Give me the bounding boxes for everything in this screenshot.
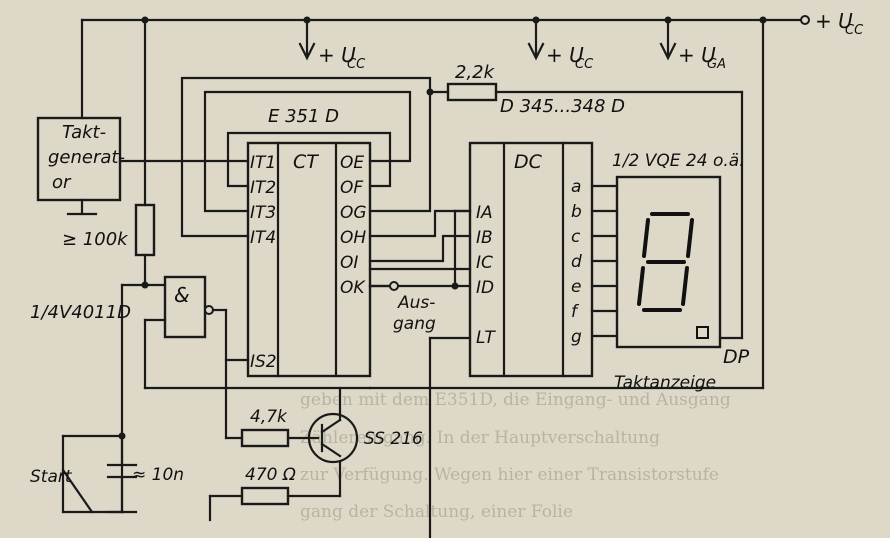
decoder-output-c: c — [571, 227, 581, 247]
uga-label: + U — [678, 43, 716, 67]
dp-label: DP — [723, 346, 750, 368]
resistor-100k — [120, 18, 167, 514]
decoder-input-ic: IC — [476, 253, 493, 273]
counter-input-it2: IT2 — [250, 178, 276, 198]
resistor-2k2 — [446, 82, 744, 340]
counter-input-is2: IS2 — [250, 352, 277, 372]
taktgenerator-box — [36, 116, 122, 202]
counter-output-oi: OI — [340, 253, 358, 273]
nand-symbol: & — [174, 283, 190, 307]
decoder-input-id: ID — [476, 278, 494, 298]
transistor-symbol — [307, 412, 359, 464]
nand-part-label: 1/4V4011D — [30, 302, 131, 323]
background-bleed-text: geben mit dem E351D, die Eingang- und Au… — [300, 390, 731, 522]
decoder-output-b: b — [571, 202, 582, 222]
svg-text:zur Verfügung. Wegen hier eine: zur Verfügung. Wegen hier einer Transist… — [300, 465, 719, 485]
r2k2-label: 2,2k — [455, 62, 496, 83]
decoder-output-g: g — [571, 327, 582, 347]
ausgang-label-1: Aus- — [397, 293, 435, 313]
transistor-label: SS 216 — [364, 429, 423, 449]
decoder-ic — [468, 141, 594, 378]
counter-ic — [246, 141, 372, 378]
ucc-label-1: + U — [318, 43, 356, 67]
r470-label: 470 Ω — [245, 465, 296, 485]
counter-feedback-wiring — [180, 76, 450, 362]
svg-text:geben mit dem E351D, die Einga: geben mit dem E351D, die Eingang- und Au… — [300, 390, 731, 410]
ucc-label-2-sub: CC — [575, 57, 594, 72]
ucc-label-2: + U — [546, 43, 584, 67]
ucc-label-1-sub: CC — [347, 57, 366, 72]
counter-output-of: OF — [340, 178, 363, 198]
taktgen-text-1: Takt- — [62, 122, 106, 143]
svg-text:gang der Schaltung, einer Foli: gang der Schaltung, einer Folie — [300, 502, 573, 522]
counter-input-it4: IT4 — [250, 228, 276, 248]
start-switch — [61, 432, 126, 514]
counter-output-oe: OE — [340, 153, 364, 173]
ucc-main-label: + U — [815, 9, 853, 33]
counter-input-it1: IT1 — [250, 153, 276, 173]
taktgen-text-3: or — [52, 172, 72, 193]
counter-output-ok: OK — [340, 278, 366, 298]
transistor-internals — [320, 418, 342, 458]
capacitor-10n — [106, 434, 138, 514]
r47k-label: 4,7k — [250, 407, 288, 427]
decoder-part-label: D 345...348 D — [500, 96, 625, 117]
taktgen-text-2: generat- — [48, 147, 125, 168]
transistor-stage-wiring — [208, 386, 765, 522]
decoder-input-lt: LT — [476, 328, 496, 348]
taktanzeige-label: Taktanzeige — [614, 373, 716, 393]
ucc-main-sub: CC — [845, 23, 864, 38]
decoder-output-f: f — [571, 302, 580, 322]
nand-wiring — [143, 308, 372, 440]
supply-arrows — [298, 18, 677, 61]
segment-bus-wiring — [590, 184, 619, 338]
nand-inversion-bubble — [204, 305, 214, 315]
counter-output-og: OG — [340, 203, 367, 223]
decoder-input-ia: IA — [476, 203, 493, 223]
decimal-point-segment — [696, 326, 709, 339]
digit-eight-glyph — [637, 212, 694, 312]
decoder-output-a: a — [571, 177, 581, 197]
uga-label-sub: GA — [707, 57, 726, 72]
decoder-output-e: e — [571, 277, 581, 297]
seven-segment-display — [615, 175, 722, 349]
decoder-name: DC — [514, 151, 543, 173]
svg-text:Zählereingang. In der Hauptver: Zählereingang. In der Hauptverschaltung — [300, 428, 660, 448]
decoder-output-d: d — [571, 252, 582, 272]
counter-input-it3: IT3 — [250, 203, 276, 223]
start-label: Start — [30, 467, 73, 487]
cap-label: ≈ 10n — [132, 465, 184, 485]
counter-part-label: E 351 D — [268, 106, 339, 127]
decoder-input-ib: IB — [476, 228, 493, 248]
r100k-label: ≥ 100k — [62, 229, 129, 250]
display-part-label: 1/2 VQE 24 o.ä. — [612, 151, 745, 171]
counter-output-oh: OH — [340, 228, 366, 248]
taktgen-ground — [66, 198, 98, 216]
supply-rail — [80, 15, 810, 390]
counter-name: CT — [293, 151, 319, 173]
bcd-bus-wiring — [368, 209, 472, 538]
ausgang-label-2: gang — [393, 314, 436, 334]
